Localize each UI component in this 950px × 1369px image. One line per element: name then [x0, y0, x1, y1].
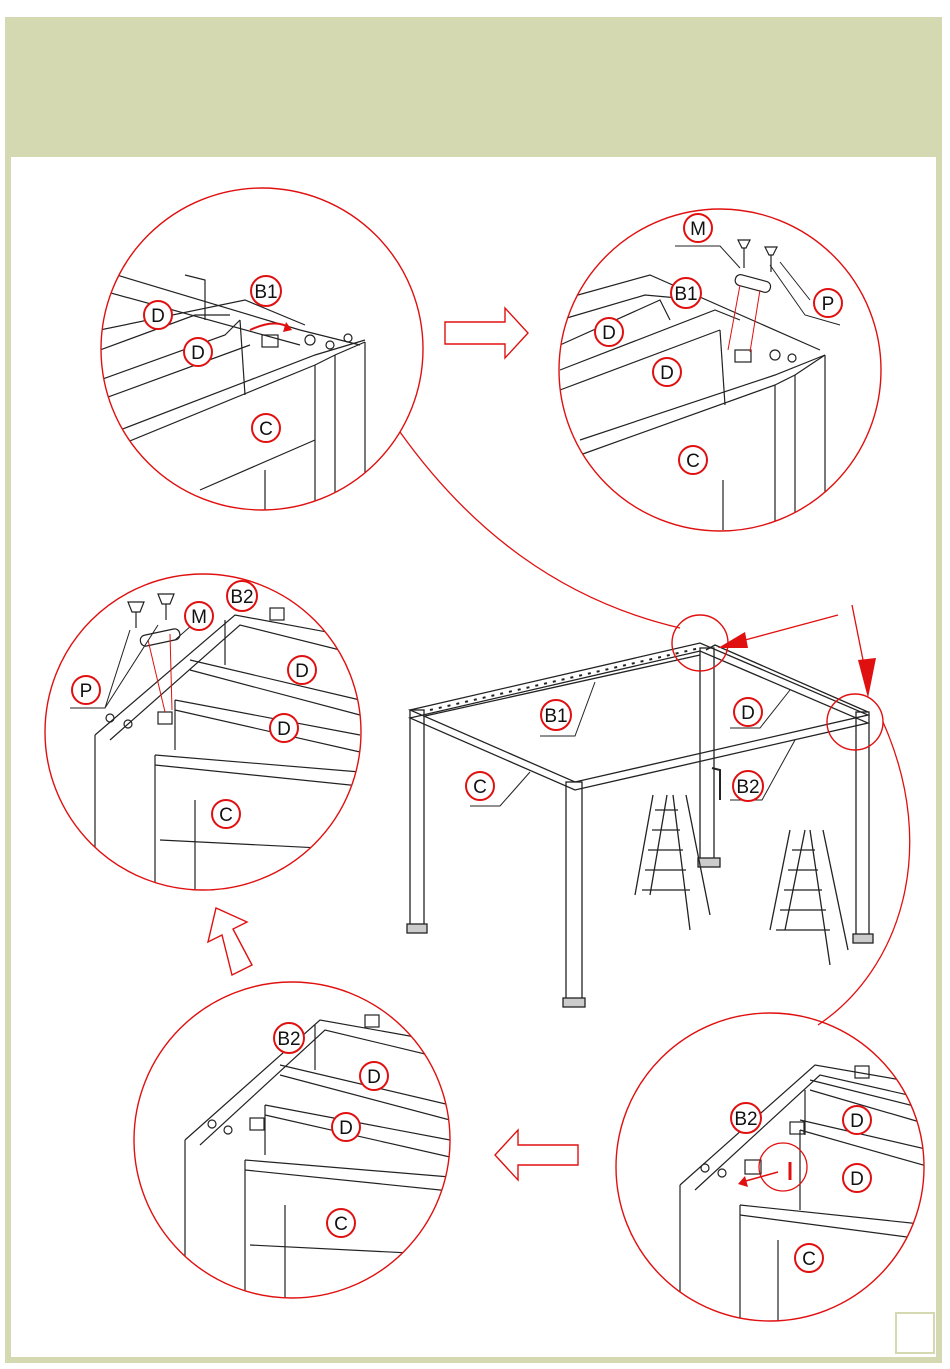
svg-text:D: D [151, 306, 165, 327]
svg-text:D: D [367, 1067, 381, 1088]
svg-text:D: D [277, 719, 291, 740]
detail-b1-fixed: M P B1 D D C [559, 209, 881, 531]
label-c: C [795, 1244, 823, 1272]
label-b2: B2 [733, 771, 763, 801]
label-p: P [814, 289, 842, 317]
arrow-left [495, 1130, 578, 1180]
label-d: D [288, 656, 316, 684]
svg-text:D: D [850, 1169, 864, 1190]
label-c: C [466, 772, 494, 800]
label-b1: B1 [671, 278, 701, 308]
svg-text:D: D [741, 703, 755, 724]
svg-text:D: D [850, 1111, 864, 1132]
svg-text:P: P [80, 681, 93, 702]
leader-line [400, 432, 680, 628]
arrow-up [208, 908, 252, 975]
svg-text:D: D [660, 363, 674, 384]
detail-b2-before: B2 D D C [616, 1013, 930, 1330]
label-c: C [327, 1209, 355, 1237]
detail-b2-step2: B2 D D C [134, 982, 460, 1300]
label-d: D [332, 1113, 360, 1141]
label-b2: B2 [731, 1103, 761, 1133]
svg-text:P: P [822, 294, 835, 315]
svg-text:B2: B2 [277, 1029, 300, 1050]
pergola-overview [407, 643, 873, 1007]
label-m: M [684, 214, 712, 242]
label-b2: B2 [227, 581, 257, 611]
label-p: P [72, 676, 100, 704]
detail-b1-before: B1 D D C [100, 188, 423, 510]
svg-text:D: D [295, 661, 309, 682]
label-c: C [212, 800, 240, 828]
svg-text:C: C [219, 805, 233, 826]
svg-text:B2: B2 [734, 1109, 757, 1130]
svg-text:C: C [259, 419, 273, 440]
svg-text:B1: B1 [674, 284, 697, 305]
svg-text:D: D [602, 323, 616, 344]
svg-text:B2: B2 [230, 587, 253, 608]
label-d: D [270, 714, 298, 742]
detail-b2-fixed: P M B2 D D C [45, 574, 370, 900]
label-d: D [144, 301, 172, 329]
label-c: C [679, 446, 707, 474]
label-d: D [360, 1062, 388, 1090]
arrow-right [445, 308, 528, 358]
svg-text:D: D [191, 343, 205, 364]
svg-text:M: M [690, 219, 706, 240]
label-d: D [734, 698, 762, 726]
label-d: D [184, 338, 212, 366]
label-d: D [843, 1106, 871, 1134]
label-c: C [252, 414, 280, 442]
svg-text:C: C [686, 451, 700, 472]
label-d: D [843, 1164, 871, 1192]
svg-text:D: D [339, 1118, 353, 1139]
svg-text:C: C [334, 1214, 348, 1235]
label-b1: B1 [541, 700, 571, 730]
svg-text:B1: B1 [544, 706, 567, 727]
label-d: D [653, 358, 681, 386]
svg-text:B2: B2 [736, 777, 759, 798]
svg-text:M: M [191, 607, 207, 628]
label-d: D [595, 318, 623, 346]
svg-text:C: C [802, 1249, 816, 1270]
label-b1: B1 [251, 276, 281, 306]
label-b2: B2 [274, 1023, 304, 1053]
svg-text:B1: B1 [254, 282, 277, 303]
svg-text:C: C [473, 777, 487, 798]
label-m: M [185, 602, 213, 630]
